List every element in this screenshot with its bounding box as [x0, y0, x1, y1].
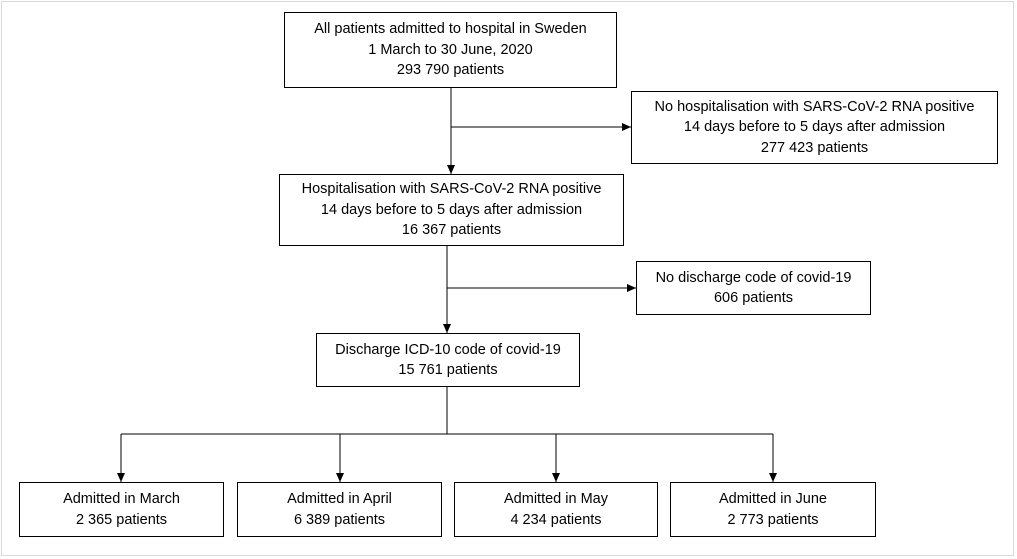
box-line: 14 days before to 5 days after admission [320, 201, 583, 218]
box-line: 2 365 patients [75, 511, 168, 528]
box-line: 6 389 patients [293, 511, 386, 528]
box-line: Admitted in April [287, 491, 392, 507]
box-april: Admitted in April 6 389 patients [237, 482, 442, 537]
box-line: Admitted in May [504, 491, 608, 507]
box-line: Admitted in June [718, 491, 827, 507]
box-may: Admitted in May 4 234 patients [454, 482, 658, 537]
box-line: No discharge code of covid-19 [655, 269, 852, 286]
box-line: 2 773 patients [727, 511, 819, 528]
box-june: Admitted in June 2 773 patients [670, 482, 876, 537]
box-no-positive: No hospitalisation with SARS-CoV-2 RNA p… [631, 91, 998, 164]
box-line: 293 790 patients [396, 62, 505, 79]
box-line: 15 761 patients [398, 362, 498, 378]
box-march: Admitted in March 2 365 patients [19, 482, 224, 537]
box-line: 4 234 patients [510, 511, 602, 528]
box-line: 606 patients [713, 290, 793, 306]
box-line: 14 days before to 5 days after admission [683, 119, 946, 136]
box-discharge-code: Discharge ICD-10 code of covid-19 15 761… [316, 333, 580, 387]
box-line: 1 March to 30 June, 2020 [368, 41, 533, 58]
box-line: 277 423 patients [760, 139, 869, 156]
box-line: All patients admitted to hospital in Swe… [314, 21, 587, 38]
box-all-patients: All patients admitted to hospital in Swe… [284, 12, 617, 88]
box-line: Discharge ICD-10 code of covid-19 [335, 341, 561, 358]
box-line: No hospitalisation with SARS-CoV-2 RNA p… [654, 98, 975, 115]
box-line: 16 367 patients [401, 222, 502, 239]
box-positive: Hospitalisation with SARS-CoV-2 RNA posi… [279, 174, 624, 246]
box-line: Admitted in March [63, 491, 180, 507]
box-no-discharge-code: No discharge code of covid-19 606 patien… [636, 261, 871, 315]
box-line: Hospitalisation with SARS-CoV-2 RNA posi… [301, 181, 602, 198]
